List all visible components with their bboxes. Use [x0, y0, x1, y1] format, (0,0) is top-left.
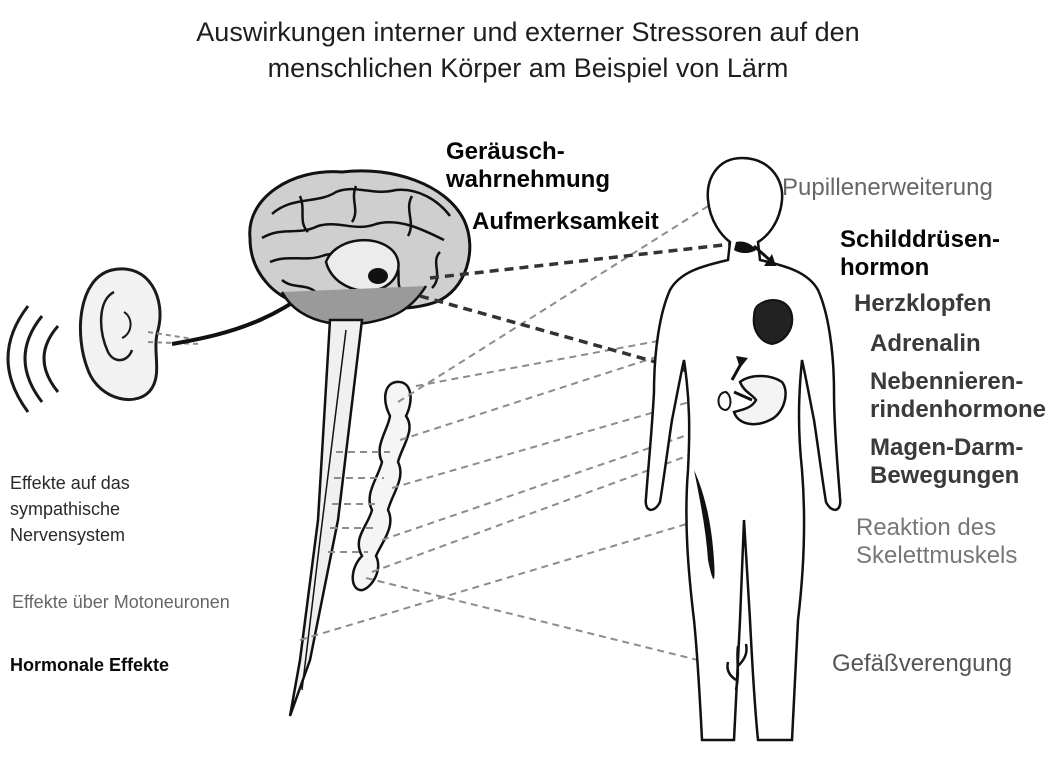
- label-sympathetic-line-1: Effekte auf das: [10, 470, 130, 496]
- label-thyroid-line-1: Schilddrüsen-: [840, 226, 1000, 254]
- label-noise-perception-line-2: wahrnehmung: [446, 166, 610, 194]
- label-sympathetic-line-3: Nervensystem: [10, 522, 130, 548]
- label-skeletal-muscle-line-2: Skelettmuskels: [856, 542, 1017, 570]
- label-thyroid-line-2: hormon: [840, 254, 1000, 282]
- label-skeletal-muscle-line-1: Reaktion des: [856, 514, 1017, 542]
- label-skeletal-muscle-reaction: Reaktion des Skelettmuskels: [856, 514, 1017, 570]
- label-adrenal-cortex-line-1: Nebennieren-: [870, 368, 1046, 396]
- label-hormonal-effects: Hormonale Effekte: [10, 652, 169, 678]
- label-attention: Aufmerksamkeit: [472, 208, 659, 236]
- human-body-icon: [646, 158, 841, 740]
- label-noise-perception: Geräusch- wahrnehmung: [446, 138, 610, 194]
- diagram-title: Auswirkungen interner und externer Stres…: [0, 14, 1056, 86]
- label-noise-perception-line-1: Geräusch-: [446, 138, 610, 166]
- label-motoneuron-effects: Effekte über Motoneuronen: [12, 589, 230, 615]
- label-vasoconstriction: Gefäßverengung: [832, 650, 1012, 678]
- spinal-cord: [290, 320, 362, 716]
- title-line-1: Auswirkungen interner und externer Stres…: [0, 14, 1056, 50]
- label-gastrointestinal-motility: Magen-Darm- Bewegungen: [870, 434, 1023, 490]
- label-adrenaline: Adrenalin: [870, 330, 981, 358]
- title-line-2: menschlichen Körper am Beispiel von Lärm: [0, 50, 1056, 86]
- label-palpitations: Herzklopfen: [854, 290, 991, 318]
- sympathetic-chain: [353, 382, 411, 590]
- sound-waves-icon: [8, 306, 58, 412]
- label-sympathetic-line-2: sympathische: [10, 496, 130, 522]
- label-adrenal-cortex-hormones: Nebennieren- rindenhormone: [870, 368, 1046, 424]
- label-sympathetic-effects: Effekte auf das sympathische Nervensyste…: [10, 470, 130, 548]
- label-adrenal-cortex-line-2: rindenhormone: [870, 396, 1046, 424]
- label-gastrointestinal-line-1: Magen-Darm-: [870, 434, 1023, 462]
- label-gastrointestinal-line-2: Bewegungen: [870, 462, 1023, 490]
- ear-icon: [80, 269, 160, 400]
- label-pupil-dilation: Pupillenerweiterung: [782, 174, 993, 202]
- label-thyroid-hormone: Schilddrüsen- hormon: [840, 226, 1000, 282]
